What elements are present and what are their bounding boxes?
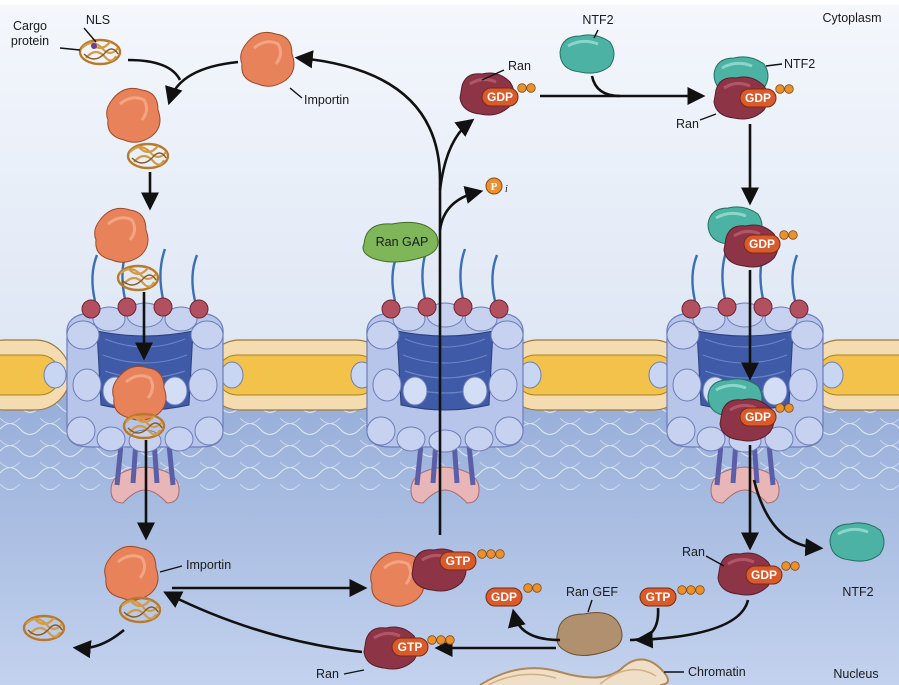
arrow-cargo-merge: [127, 58, 182, 81]
nucleus-label: Nucleus: [833, 667, 878, 681]
arrow-ran-gtp-binds-importin: [163, 591, 363, 654]
gtp-pill-export: GTP: [439, 549, 505, 571]
importin-bottom-leader: [159, 565, 183, 573]
ntf2-top-right-leader: [765, 63, 783, 67]
arrow-importin-binds-cargo: [165, 60, 239, 106]
importin-nuclear: [103, 544, 160, 602]
ntf2-released: [828, 521, 886, 563]
svg-text:GTP: GTP: [646, 590, 671, 604]
gdp-pill-released: GDP: [485, 583, 542, 607]
ran-bottom-label: Ran: [316, 667, 339, 681]
cargo-protein-label-1: Cargo: [13, 19, 47, 33]
cargo-protein-label-2: protein: [11, 34, 49, 48]
gdp-pill-top-right: GDP: [739, 84, 794, 108]
ran-top-right-leader: [699, 113, 717, 121]
svg-text:GDP: GDP: [751, 568, 777, 582]
arrow-ran-gdp-release: [438, 118, 475, 191]
importin-top-label: Importin: [304, 93, 349, 107]
cargo-protein-free: [78, 38, 122, 66]
importin-cargo-complex-1: [105, 86, 162, 144]
arrow-ran-gdp-to-gef: [634, 599, 750, 649]
svg-text:GDP: GDP: [487, 90, 513, 104]
nls-marker: [91, 43, 97, 49]
ran-gap: Ran GAP: [362, 221, 439, 263]
phosphate-pi: P i: [485, 177, 508, 195]
svg-text:GDP: GDP: [749, 237, 775, 251]
svg-text:P: P: [491, 181, 498, 193]
chromatin: [479, 658, 669, 685]
gdp-pill-top-center: GDP: [481, 83, 536, 107]
importin-free-top: [239, 30, 296, 88]
ntf2-free-top: [558, 33, 616, 75]
ran-mid-right-label: Ran: [682, 545, 705, 559]
arrow-pi-release: [438, 186, 484, 231]
chromatin-label: Chromatin: [688, 665, 746, 679]
envelope-segment-right: [804, 339, 899, 411]
ntf2-bottom-right-label: NTF2: [842, 585, 873, 599]
importin-cargo-docked: [93, 206, 150, 264]
ran-gef-label: Ran GEF: [566, 585, 618, 599]
importin-top-leader: [289, 87, 303, 99]
ntf2-top-right-label: NTF2: [784, 57, 815, 71]
gdp-pill-in-pore: GDP: [739, 403, 794, 427]
arrow-importin-export: [294, 50, 442, 535]
arrow-cargo-release: [72, 629, 125, 659]
ran-top-center-leader: [481, 69, 505, 81]
gtp-pill-free: GTP: [639, 585, 705, 607]
ntf2-top-left-leader: [593, 29, 599, 39]
arrow-gtp-loading: [629, 607, 660, 642]
svg-text:GDP: GDP: [745, 410, 771, 424]
cytoplasm-label: Cytoplasm: [822, 11, 881, 25]
gdp-pill-nuclear: GDP: [745, 561, 800, 585]
ran-top-center-label: Ran: [508, 59, 531, 73]
gtp-pill-bottom: GTP: [391, 635, 455, 657]
ran-mid-right-leader: [705, 555, 725, 567]
nls-label: NLS: [86, 13, 110, 27]
svg-text:Ran GAP: Ran GAP: [376, 235, 429, 249]
ran-bottom-leader: [343, 669, 365, 675]
envelope-segment-center-right: [502, 339, 689, 411]
svg-text:GTP: GTP: [446, 554, 471, 568]
ntf2-top-left-label: NTF2: [582, 13, 613, 27]
cargo-protein-leader: [59, 47, 81, 51]
envelope-segment-center-left: [204, 339, 391, 411]
nls-leader: [83, 27, 97, 43]
svg-text:i: i: [505, 184, 508, 195]
arrow-ntf2-joins: [590, 75, 621, 98]
envelope-segment-left: [0, 339, 71, 411]
svg-text:GDP: GDP: [745, 91, 771, 105]
ran-gef-leader: [587, 599, 593, 613]
ran-gef: [556, 612, 623, 656]
svg-text:GDP: GDP: [491, 590, 517, 604]
svg-text:GTP: GTP: [398, 640, 423, 654]
ran-top-right-label: Ran: [676, 117, 699, 131]
arrow-gdp-release: [508, 608, 561, 642]
arrow-ntf2-release: [752, 479, 824, 557]
nuclear-envelope: [0, 339, 899, 411]
importin-bottom-label: Importin: [186, 558, 231, 572]
gdp-pill-docked: GDP: [743, 230, 798, 254]
importin-cargo-in-pore: [111, 364, 168, 422]
